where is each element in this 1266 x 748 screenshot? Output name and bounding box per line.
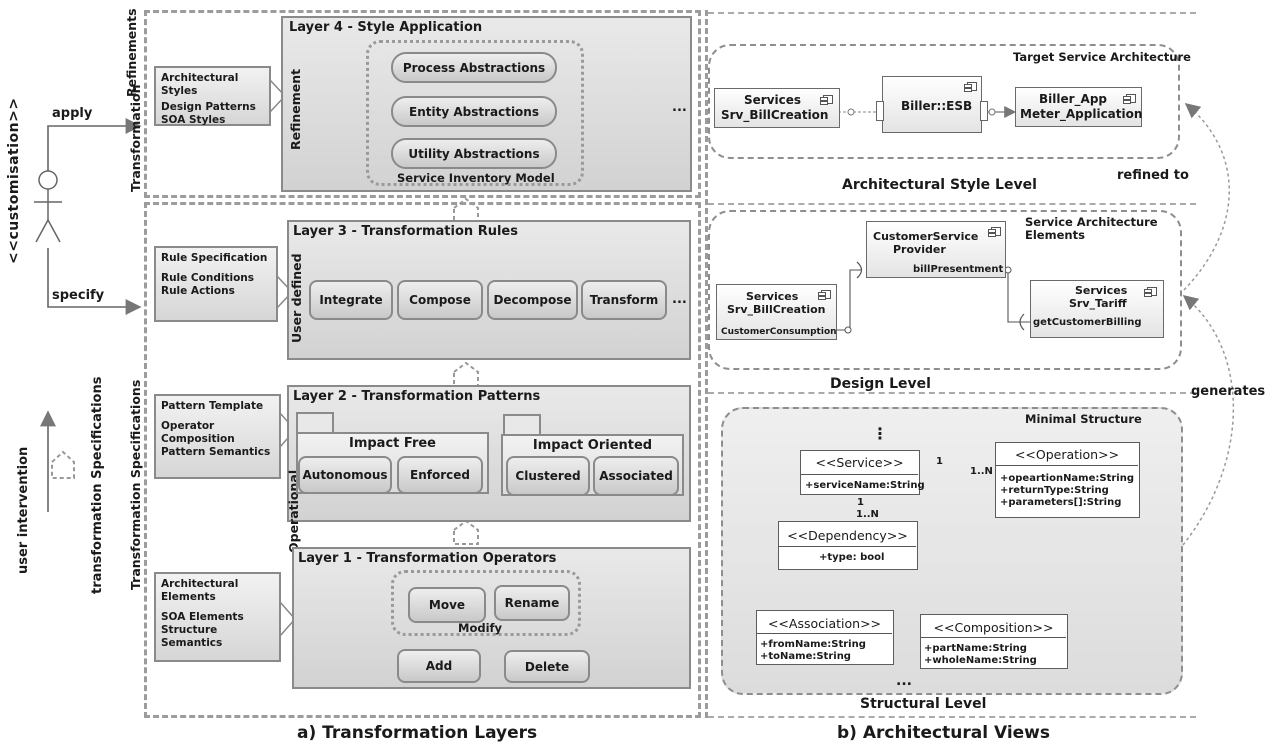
component-biller-esb: Biller::ESB: [882, 76, 982, 133]
customisation-label: <<customisation>>: [6, 97, 22, 264]
layer3-side-label: User defined: [289, 253, 304, 343]
operator-rename: Rename: [494, 585, 570, 621]
entity-abstractions: Entity Abstractions: [391, 96, 557, 127]
impact-free-tab: [296, 412, 334, 434]
caption-architectural-views: b) Architectural Views: [837, 723, 1051, 743]
mult-n-a: 1..N: [970, 466, 993, 477]
rule-compose: Compose: [397, 280, 483, 320]
design-level-frame: [708, 210, 1182, 370]
transformation-top-label: Transformation: [128, 84, 143, 193]
layer4-ellipsis: ...: [672, 100, 687, 115]
uml-dependency: <<Dependency>> +type: bool: [778, 521, 918, 570]
generates-label: generates: [1191, 384, 1266, 399]
design-level-label: Design Level: [830, 376, 931, 392]
pattern-enforced: Enforced: [397, 456, 483, 494]
user-intervention-label: user intervention: [16, 446, 31, 574]
structure-ellipsis-top: ⋮: [872, 424, 888, 443]
component-srv-billcreation: Services Srv_BillCreation: [714, 88, 840, 128]
component-design-billcreation: Services Srv_BillCreation CustomerConsum…: [716, 284, 837, 340]
component-biller-app: Biller_App Meter_Application: [1015, 87, 1142, 127]
operator-delete: Delete: [504, 650, 590, 683]
layer3-title: Layer 3 - Transformation Rules: [293, 224, 518, 239]
layer4-side-label: Refinement: [288, 68, 303, 150]
mult-one-b: 1: [857, 497, 864, 508]
minimal-structure-title: Minimal Structure: [1025, 412, 1142, 426]
pattern-autonomous: Autonomous: [298, 456, 392, 494]
apply-label: apply: [52, 106, 93, 121]
mult-one-a: 1: [936, 456, 943, 467]
views-line-2: [708, 203, 1196, 205]
rule-integrate: Integrate: [309, 280, 393, 320]
layer2-title: Layer 2 - Transformation Patterns: [293, 389, 541, 404]
layer1-title: Layer 1 - Transformation Operators: [298, 551, 557, 566]
utility-abstractions: Utility Abstractions: [391, 138, 557, 169]
views-top-line: [708, 12, 1196, 14]
uml-operation: <<Operation>> +opeartionName:String+retu…: [995, 442, 1140, 518]
process-abstractions: Process Abstractions: [391, 52, 557, 83]
pattern-associated: Associated: [593, 456, 679, 496]
component-srv-tariff: Services Srv_Tariff getCustomerBilling: [1030, 280, 1164, 338]
component-icon: [988, 227, 1001, 237]
transformation-specifications-small-label: transformation Specifications: [90, 376, 105, 594]
uml-association: <<Association>> +fromName:String+toName:…: [756, 610, 894, 665]
target-service-architecture-frame: [708, 44, 1180, 159]
specify-label: specify: [52, 288, 105, 303]
layer3-ellipsis: ...: [672, 292, 687, 307]
modify-label: Modify: [458, 621, 503, 635]
operator-move: Move: [408, 587, 486, 623]
impact-free-title: Impact Free: [348, 436, 436, 451]
esb-port-right: [980, 101, 988, 121]
views-bottom-line: [708, 716, 1196, 718]
impact-oriented-title: Impact Oriented: [532, 438, 653, 453]
refined-to-label: refined to: [1117, 168, 1189, 183]
uml-service: <<Service>> +serviceName:String: [800, 450, 925, 495]
component-icon: [820, 95, 833, 105]
specifications-frame: [144, 202, 701, 718]
caption-transformation-layers: a) Transformation Layers: [297, 723, 538, 743]
rule-decompose: Decompose: [487, 280, 578, 320]
pattern-clustered: Clustered: [506, 456, 590, 496]
structure-ellipsis-bottom: ...: [896, 673, 912, 689]
views-divider: [700, 10, 708, 718]
component-icon: [1144, 287, 1157, 297]
actor-icon: [34, 170, 62, 243]
views-line-3: [708, 392, 1196, 394]
refinements-frame: [144, 10, 701, 198]
transformation-specifications-label: Transformation Specifications: [128, 379, 143, 590]
layer4-title: Layer 4 - Style Application: [289, 20, 483, 35]
target-service-architecture-title: Target Service Architecture: [1013, 50, 1191, 64]
modify-frame: [391, 570, 581, 636]
impact-oriented-tab: [503, 414, 541, 436]
component-icon: [818, 290, 831, 300]
uml-composition: <<Composition>> +partName:String+wholeNa…: [920, 614, 1068, 669]
mult-n-b: 1..N: [856, 509, 879, 520]
esb-port-left: [876, 101, 884, 121]
rule-transform: Transform: [581, 280, 667, 320]
service-inventory-frame: [366, 40, 584, 186]
component-icon: [964, 82, 977, 92]
operator-add: Add: [397, 649, 481, 683]
structural-level-label: Structural Level: [860, 696, 987, 712]
service-inventory-label: Service Inventory Model: [397, 171, 555, 185]
architectural-style-level-label: Architectural Style Level: [842, 177, 1037, 193]
component-icon: [1123, 94, 1136, 104]
